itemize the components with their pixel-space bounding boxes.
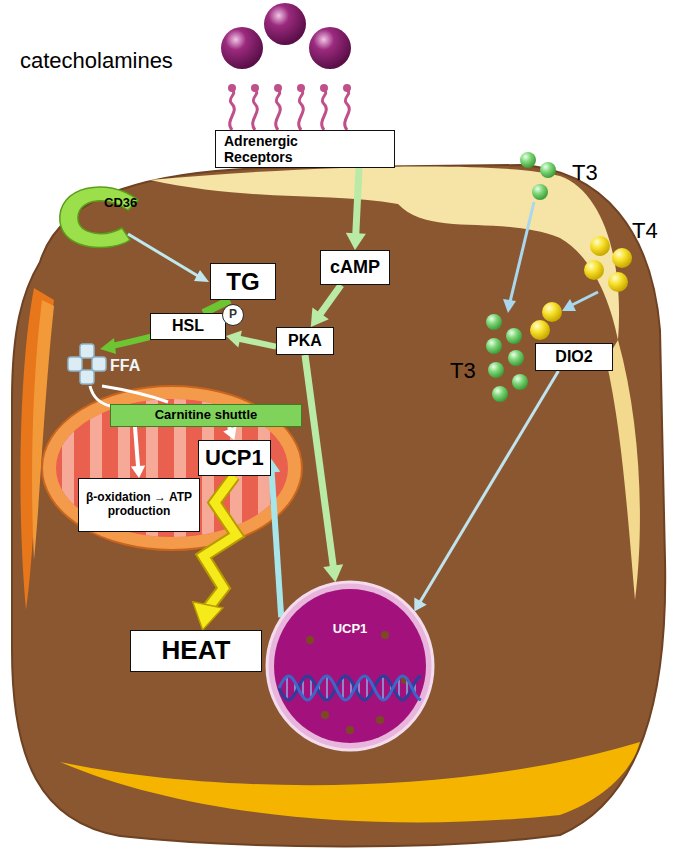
node-text: UCP1 (333, 622, 368, 637)
t4-molecule (530, 320, 550, 340)
node-text: HEAT (162, 636, 231, 666)
connector-arrow (263, 458, 281, 617)
t3-molecule (540, 162, 556, 178)
t3-molecule (532, 184, 548, 200)
ffa-symbol (68, 344, 106, 384)
arrow-head (414, 597, 426, 611)
hormone-arrow (503, 202, 534, 313)
hormone-arrow (562, 292, 598, 311)
node-text: PKA (288, 332, 322, 350)
t4-molecule (608, 272, 628, 292)
lipid-band (606, 340, 640, 600)
node-text: UCP1 (205, 445, 264, 470)
node-text: DIO2 (555, 348, 592, 366)
messenger-box: cAMP (320, 250, 390, 285)
catecholamine-sphere (309, 27, 351, 69)
t3-molecule (508, 350, 524, 366)
receptor-box: Adrenergic Receptors (215, 130, 395, 168)
substrate-box: TG (210, 263, 276, 300)
connector-arrow (311, 285, 341, 327)
node-text: TG (226, 268, 259, 296)
receptor-symbol (230, 90, 350, 130)
connector-arrow (305, 355, 343, 582)
node-text: HSL (172, 317, 204, 335)
lipolysis-arrow (100, 336, 154, 354)
arrow-head (131, 466, 145, 479)
catecholamine-sphere (264, 3, 306, 45)
t3-molecule (520, 152, 536, 168)
mitochondrion-cristae (62, 395, 270, 545)
t3-molecule (486, 314, 502, 330)
shuttle-bar: Carnitine shuttle (110, 404, 302, 427)
enzyme-box: DIO2 (535, 343, 613, 371)
t3-molecule (486, 338, 502, 354)
t4-molecule (542, 302, 562, 322)
cd36-symbol (60, 187, 138, 248)
nucleus-shape: UCP1 (265, 580, 435, 752)
t4-molecule (590, 236, 610, 256)
enzyme-box: HSL (150, 313, 226, 340)
molecule-label: catecholamines (20, 48, 173, 73)
connector-arrow (414, 371, 558, 611)
node-text: β-oxidation → ATP production (85, 491, 193, 519)
ffa-import-arrow (90, 386, 168, 406)
arrow-head (311, 308, 329, 328)
connector-arrow (346, 168, 366, 250)
receptor-symbol (228, 84, 351, 92)
lipid-band (150, 166, 619, 340)
arrow-head (223, 426, 236, 440)
hormone-label: T3 (450, 358, 476, 383)
hormone-label: T3 (572, 160, 598, 185)
connector-arrow (226, 331, 276, 348)
transporter-label: CD36 (104, 196, 137, 211)
process-box: β-oxidation → ATP production (78, 478, 200, 532)
node-text: cAMP (330, 257, 380, 278)
node-text: Carnitine shuttle (155, 408, 258, 423)
hormone-label: T4 (632, 218, 658, 243)
output-box: HEAT (130, 630, 262, 672)
mitochondrion (42, 386, 302, 550)
arrow-head (346, 233, 366, 250)
node-text: Adrenergic Receptors (224, 133, 314, 165)
cytoplasm-band (60, 742, 640, 822)
t3-molecule (512, 374, 528, 390)
t3-molecule (506, 328, 522, 344)
cell-body (12, 165, 665, 846)
t3-molecule (488, 362, 504, 378)
molecule-label: FFA (110, 357, 140, 375)
kinase-box: PKA (276, 327, 334, 355)
phosphate-circle: P (222, 304, 244, 326)
transport-arrow (128, 234, 209, 282)
arrow-head (323, 564, 343, 582)
t4-molecule (584, 260, 604, 280)
catecholamine-sphere (221, 27, 263, 69)
node-text: P (229, 308, 237, 322)
arrow-head (193, 602, 223, 630)
cytoplasm-band (32, 300, 54, 560)
t4-molecule (612, 248, 632, 268)
arrow-head (226, 331, 242, 348)
protein-box: UCP1 (198, 440, 271, 476)
t3-molecule (492, 386, 508, 402)
nucleus-outline (265, 580, 435, 752)
connector-arrow (131, 427, 145, 478)
connector-arrow (223, 426, 236, 440)
